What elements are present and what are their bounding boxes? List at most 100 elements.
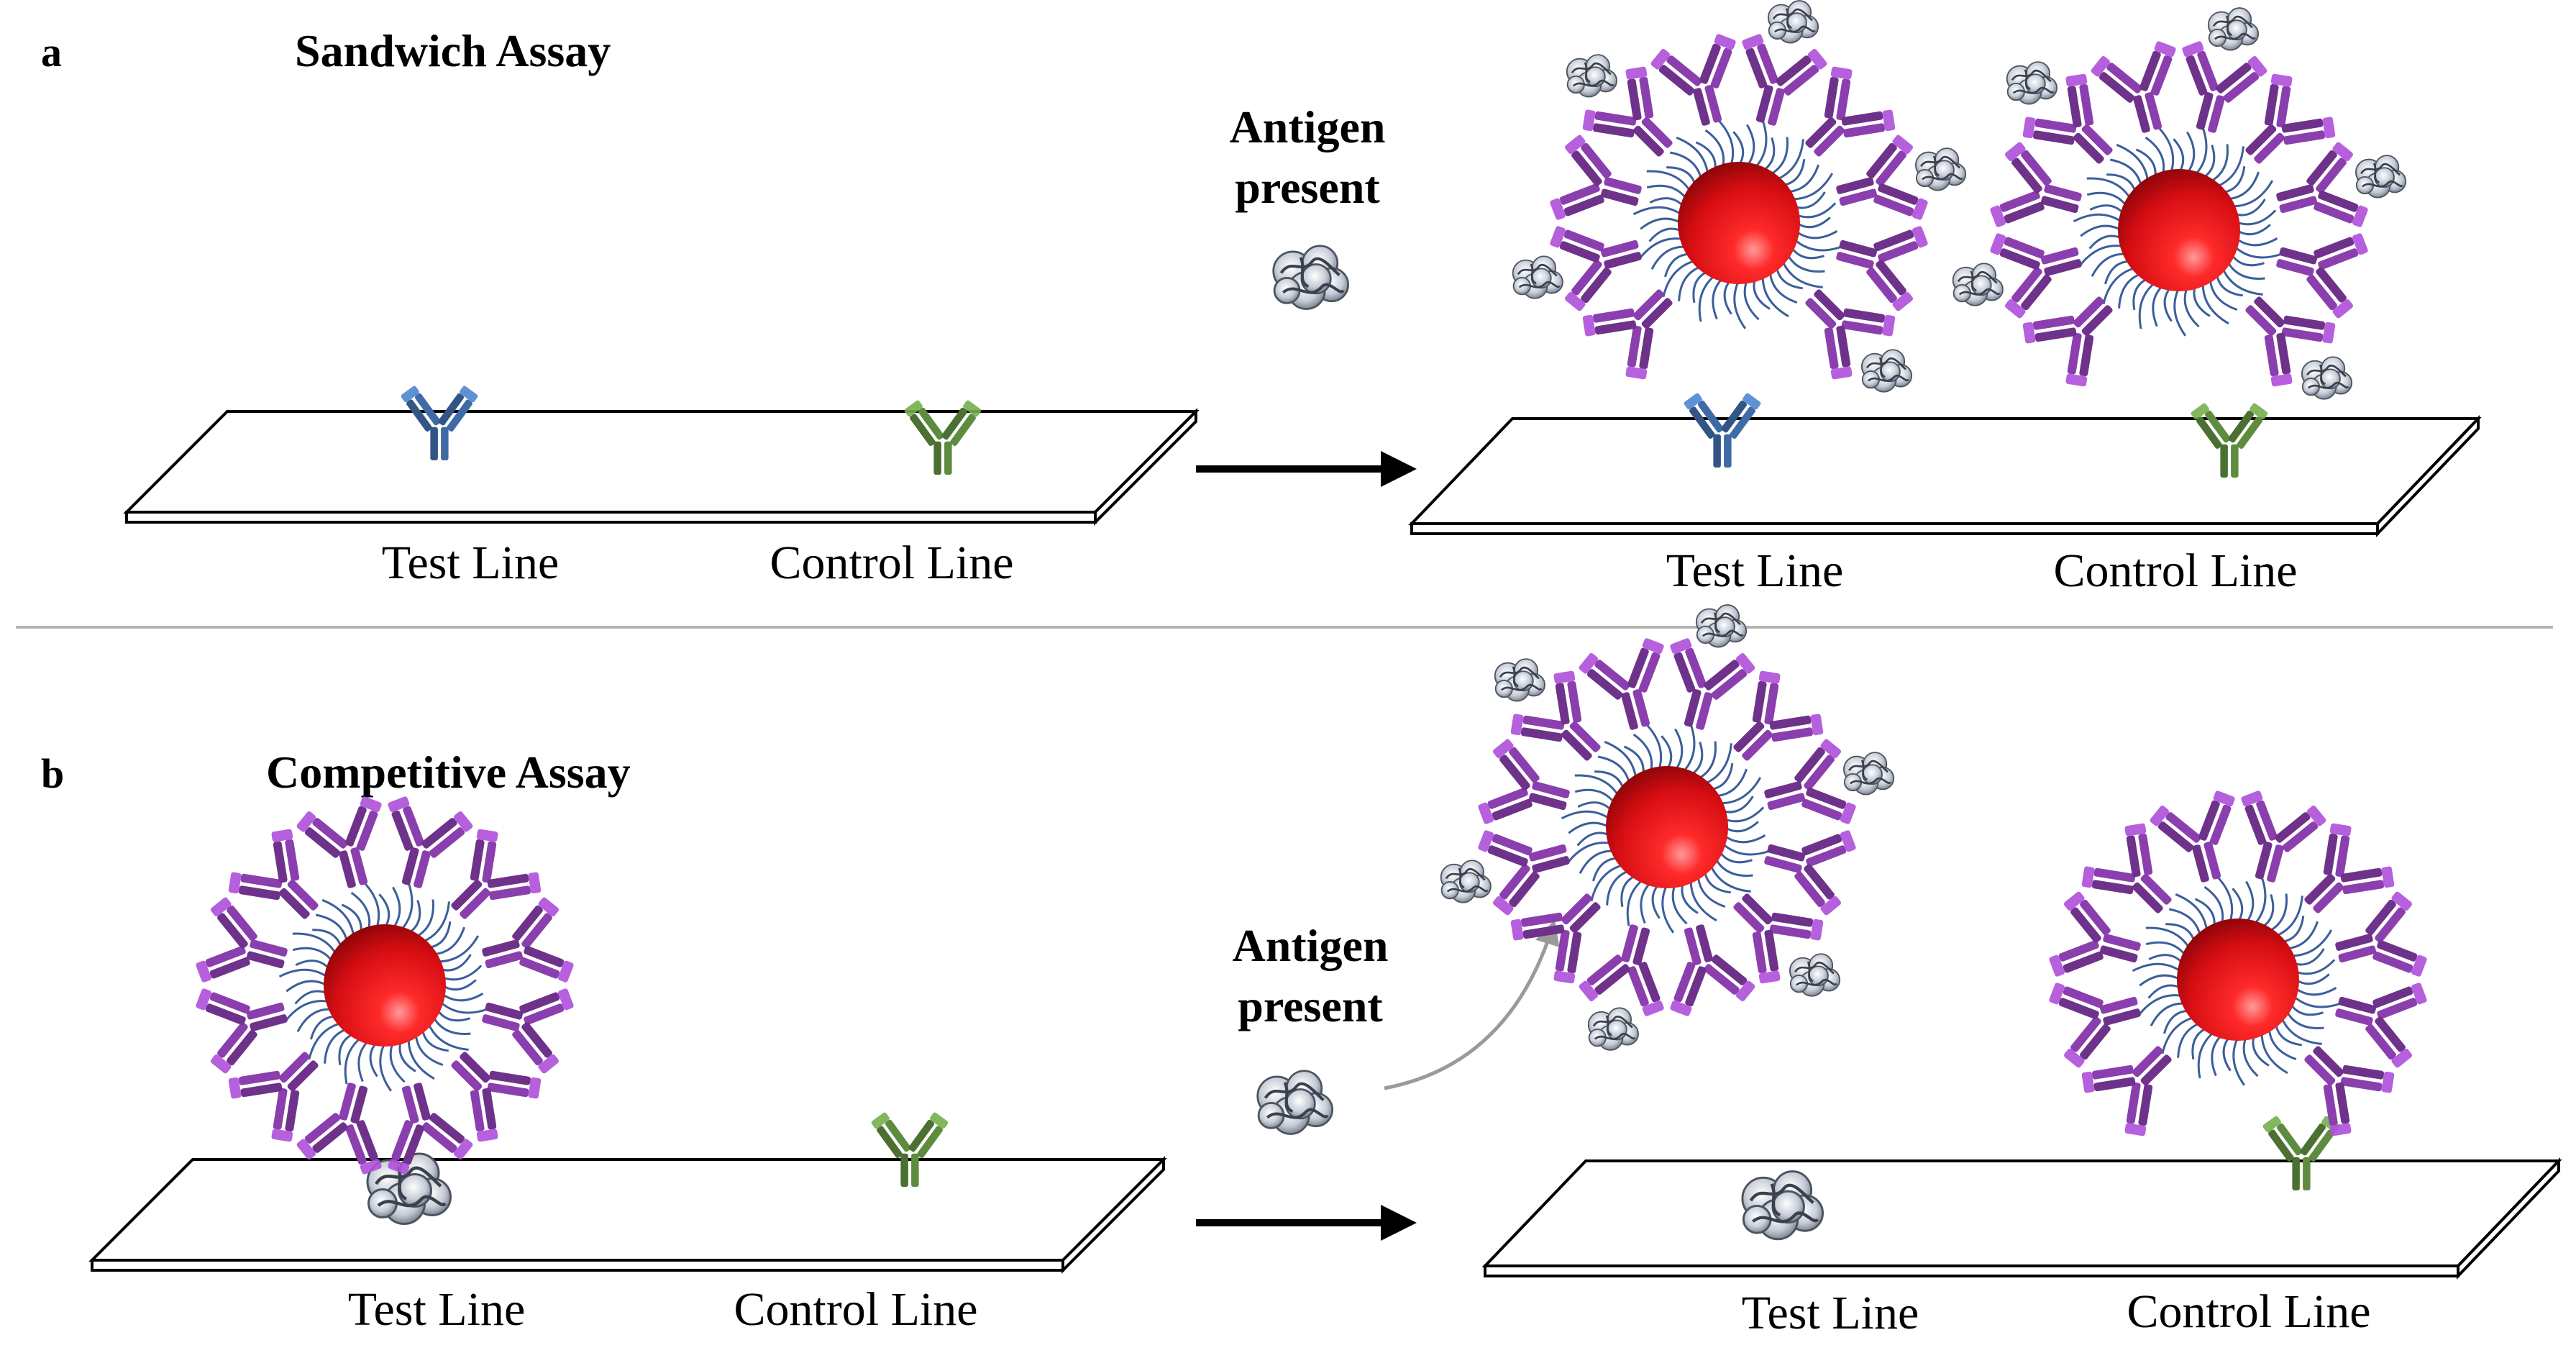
labeled-nanoparticle xyxy=(196,796,574,1175)
bound-antigen xyxy=(2355,155,2407,199)
antigen-present-label: Antigen xyxy=(1230,101,1386,152)
immobilized-antigen xyxy=(366,1152,452,1225)
test-strip xyxy=(123,408,1200,526)
bound-antigen xyxy=(1566,54,1617,98)
detection-antibody xyxy=(2049,983,2141,1068)
nanoparticle-assembly xyxy=(1952,7,2407,400)
detection-antibody xyxy=(1510,670,1601,761)
detection-antibody xyxy=(1510,893,1601,984)
detection-antibody xyxy=(451,1052,542,1142)
antigen-icon xyxy=(366,1152,452,1225)
nanoparticle-assembly xyxy=(1512,0,1967,393)
detection-antibody xyxy=(1764,830,1856,916)
bound-antigen xyxy=(1440,860,1492,903)
control-line-label: Control Line xyxy=(2127,1285,2370,1338)
control-line-capture-antibody xyxy=(904,400,982,475)
control-line-capture-antibody xyxy=(871,1112,949,1187)
detection-antibody xyxy=(2335,983,2427,1068)
detection-antibody xyxy=(1836,226,1928,311)
test-line-label: Test Line xyxy=(1742,1287,1919,1339)
detection-antibody xyxy=(1579,924,1664,1016)
detection-antibody xyxy=(228,829,319,919)
detection-antibody xyxy=(451,829,542,919)
antibody xyxy=(871,1112,949,1187)
detection-antibody xyxy=(482,897,574,983)
detection-antibody xyxy=(1478,830,1570,916)
gold-nanoparticle xyxy=(2177,919,2299,1041)
immobilized-antigen xyxy=(1741,1170,1824,1241)
test-line-label: Test Line xyxy=(1666,544,1843,597)
test-strip xyxy=(1408,415,2482,537)
bound-antigen xyxy=(1915,147,1967,191)
detection-antibody xyxy=(1805,289,1896,380)
panel-title: Competitive Assay xyxy=(266,747,631,798)
detection-antibody xyxy=(2335,891,2427,977)
bound-antigen xyxy=(1952,263,2004,306)
nanoparticle-assembly xyxy=(2049,790,2427,1136)
detection-antibody xyxy=(2081,823,2172,913)
panel-a: a Sandwich Assay Test Line Control Line … xyxy=(41,0,2482,597)
test-strip xyxy=(1481,1157,2562,1280)
detection-antibody xyxy=(1579,638,1664,730)
detection-antibody xyxy=(296,1083,382,1175)
antigen-icon xyxy=(1741,1170,1824,1241)
detection-antibody xyxy=(1805,66,1896,157)
detection-antibody xyxy=(1550,226,1642,311)
polymer-coating xyxy=(278,880,488,1092)
test-line-capture-antibody xyxy=(401,386,478,460)
detection-antibody xyxy=(1650,34,1736,126)
antibody xyxy=(2262,1116,2340,1190)
detection-antibody xyxy=(2091,41,2176,133)
bound-antigen xyxy=(2207,7,2260,51)
labeled-nanoparticle xyxy=(1952,7,2407,400)
detection-antibody xyxy=(296,796,382,888)
antigen-present-label: Antigen xyxy=(1233,920,1389,971)
detection-antibody xyxy=(1990,233,2082,319)
labeled-nanoparticle xyxy=(1512,0,1967,393)
gold-nanoparticle xyxy=(1606,766,1728,888)
detection-antibody xyxy=(2081,1046,2172,1136)
bound-antigen xyxy=(1767,0,1819,44)
antigen-icon xyxy=(1272,245,1350,310)
bound-antigen xyxy=(1695,604,1748,648)
panel-b: b Competitive Assay Test Line Control Li… xyxy=(41,604,2562,1339)
bound-antigen xyxy=(1843,752,1895,796)
gold-nanoparticle xyxy=(324,924,446,1047)
panel-letter: b xyxy=(41,750,64,797)
detection-antibody xyxy=(228,1052,319,1142)
antibody xyxy=(401,386,478,460)
test-line-label: Test Line xyxy=(382,537,559,589)
detection-antibody xyxy=(1836,135,1928,220)
detection-antibody xyxy=(2049,891,2141,977)
panel-letter: a xyxy=(41,29,62,76)
detection-antibody xyxy=(1733,670,1824,761)
detection-antibody xyxy=(1764,739,1856,824)
bound-antigen xyxy=(2006,61,2057,105)
antigen-icon xyxy=(1272,245,1350,310)
bound-antigen xyxy=(1789,953,1841,997)
bound-antigen xyxy=(1512,255,1563,299)
control-line-capture-antibody xyxy=(2191,403,2268,478)
bound-antigen xyxy=(1494,658,1545,702)
detection-antibody xyxy=(2245,73,2336,164)
detection-antibody xyxy=(1478,739,1570,824)
gold-nanoparticle xyxy=(2118,169,2240,291)
binding-curve-arrow xyxy=(1384,919,1560,1090)
antibody xyxy=(2191,403,2268,478)
detection-antibody xyxy=(1582,289,1673,380)
detection-antibody xyxy=(2276,233,2368,319)
bound-antigen xyxy=(1587,1007,1639,1051)
detection-antibody xyxy=(1550,135,1642,220)
detection-antibody xyxy=(482,988,574,1074)
detection-antibody xyxy=(1582,66,1673,157)
detection-antibody xyxy=(1733,893,1824,984)
detection-antibody xyxy=(2276,142,2368,227)
antibody xyxy=(904,400,982,475)
detection-antibody xyxy=(2304,1046,2395,1136)
labeled-nanoparticle xyxy=(1440,604,1895,1051)
detection-antibody xyxy=(2304,823,2395,913)
bound-antigen xyxy=(1860,349,1913,393)
detection-antibody xyxy=(1670,638,1755,730)
antigen-present-label: present xyxy=(1235,162,1380,213)
